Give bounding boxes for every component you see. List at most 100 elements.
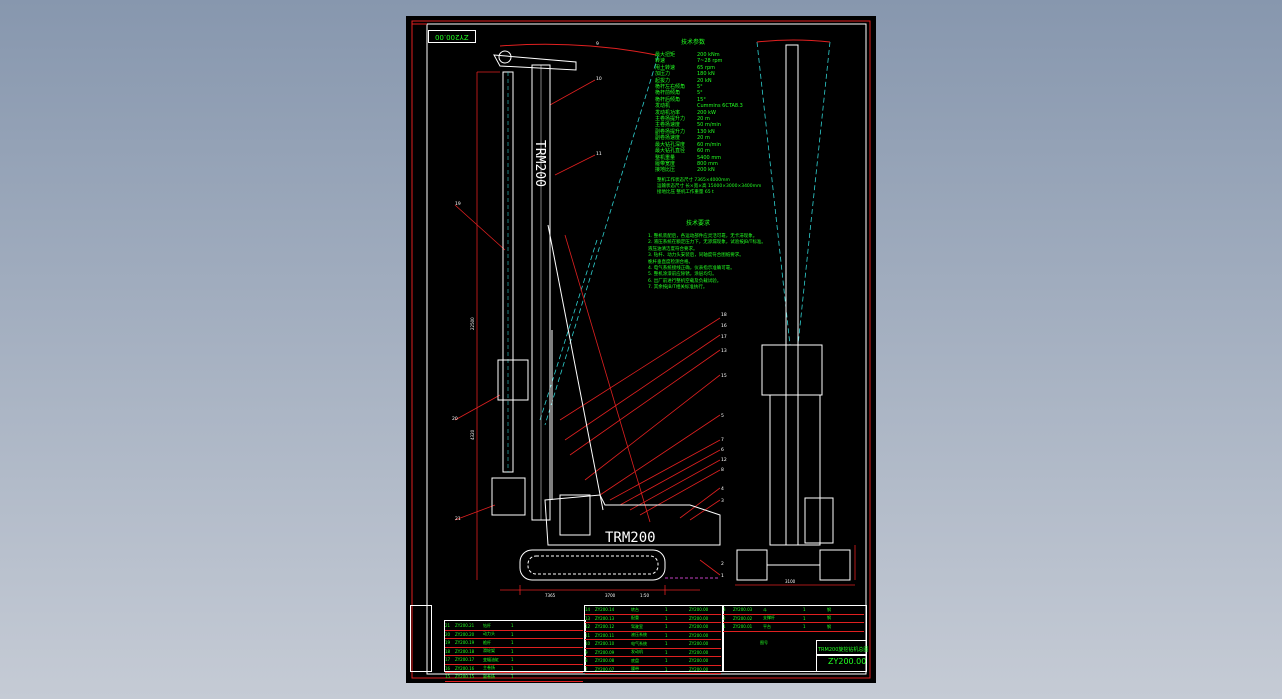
bom-cell: ZY200.16	[455, 665, 475, 671]
bom-cell: 1	[665, 666, 668, 672]
bom-cell: 副卷扬	[483, 673, 495, 679]
drawing-number: ZY200.00	[828, 657, 867, 666]
callout: 7	[721, 437, 724, 443]
spec-label: 整机重量	[655, 154, 676, 161]
bom-cell: 1	[803, 607, 806, 613]
callout: 3	[721, 498, 724, 504]
requirement-item: 4. 电气系统接线正确，仪表指示准确可靠。	[648, 266, 735, 272]
spec-label: 转速	[655, 58, 666, 65]
bom-cell: ZY200.14	[595, 607, 615, 613]
front-head	[761, 344, 823, 396]
callout: 4	[721, 486, 724, 492]
requirement-item: 液压油清洁度符合要求。	[648, 246, 698, 252]
bom-cell: ZY200.10	[595, 641, 615, 647]
bom-cell: ZY200.09	[595, 649, 615, 655]
mast-logo: TRM200	[532, 140, 547, 187]
bom-cell: 发动机	[631, 649, 643, 655]
bom-cell: 19	[445, 640, 451, 646]
spec-label: 副卷扬速度	[655, 135, 681, 142]
bom-cell: 桅杆	[483, 639, 491, 645]
title-block	[722, 605, 867, 672]
spec-row: 桅杆后倾角 15°	[655, 97, 743, 103]
front-track-right	[819, 549, 851, 581]
spec-value: 5°	[697, 84, 703, 91]
callout: 15	[721, 373, 727, 379]
sight-lines	[539, 41, 831, 426]
bom-cell: ZY200.00	[689, 666, 709, 672]
dim-text: 3700	[605, 593, 616, 598]
bom-cell: ZY200.21	[455, 623, 475, 629]
bom-cell: 变幅油缸	[483, 656, 499, 662]
bom-cell: 15	[445, 674, 451, 680]
drilling-bucket	[491, 477, 526, 516]
bom-cell: 动力头	[483, 631, 495, 637]
bom-cell: 液压系统	[631, 632, 647, 638]
inner-frame	[426, 23, 867, 675]
bom-cell: ZY200.00	[689, 641, 709, 647]
requirements-title: 技术要求	[686, 220, 711, 227]
spec-label: 甩土转速	[655, 64, 676, 71]
bom-cell: ZY200.20	[455, 631, 475, 637]
bom-cell: 履带	[631, 666, 639, 672]
bom-cell: 钢	[827, 615, 831, 621]
front-body	[769, 394, 821, 546]
side-view-rig	[491, 44, 851, 581]
bom-left	[444, 620, 586, 672]
drawing-code-box: ZY200.00	[428, 30, 476, 43]
bom-cell: 驾驶室	[631, 623, 643, 629]
bom-cell: ZY200.12	[595, 624, 615, 630]
bom-cell: 电气系统	[631, 640, 647, 646]
spec-label: 最大钻孔深度	[655, 141, 686, 148]
bom-cell: 17	[445, 657, 451, 663]
spec-value: 130 kN	[697, 128, 715, 135]
requirement-item: 5. 整机涂漆前应除锈，涂层均匀。	[648, 272, 717, 278]
machine-logo: TRM200	[605, 530, 656, 546]
bom-cell: 21	[445, 623, 451, 629]
dim-text: 7365	[545, 593, 556, 598]
bom-cell: 支撑杆	[763, 615, 775, 621]
requirement-item: 3. 钻杆、动力头安装后，同轴度符合图纸要求。	[648, 253, 744, 259]
bom-cell: ZY200.02	[733, 615, 753, 621]
callout: 11	[596, 151, 602, 157]
spec-value: 20 m	[697, 116, 710, 123]
bom-cell: 1	[511, 657, 514, 663]
spec-value: 15°	[697, 96, 706, 103]
bom-cell: ZY200.00	[689, 615, 709, 621]
callout: 12	[721, 457, 727, 463]
callout: 9	[596, 41, 599, 47]
spec-label: 加压力	[655, 71, 671, 78]
front-swing-arc	[756, 39, 831, 43]
top-sheave	[493, 54, 577, 71]
spec-label: 桅杆后倾角	[655, 96, 681, 103]
dim-text: 22500	[470, 317, 475, 330]
callout: 1	[721, 573, 724, 579]
front-cab	[804, 497, 834, 544]
front-track-left	[736, 549, 768, 581]
requirement-item: 2. 液压系统在额定压力下，无渗漏现象，试验按JB/T标准。	[648, 240, 766, 246]
spec-label: 发动机功率	[655, 109, 681, 116]
spec-value: 200 kNm	[697, 52, 720, 58]
bom-cell: ZY200.00	[689, 624, 709, 630]
bom-cell: ZY200.13	[595, 615, 615, 621]
bom-cell: 底盘	[631, 657, 639, 663]
spec-label: 起拔力	[655, 77, 671, 84]
requirement-item: 1. 整机装配后，各运动部件应灵活可靠，无卡滞现象。	[648, 234, 758, 239]
spec-label: 主卷扬提升力	[655, 116, 686, 123]
